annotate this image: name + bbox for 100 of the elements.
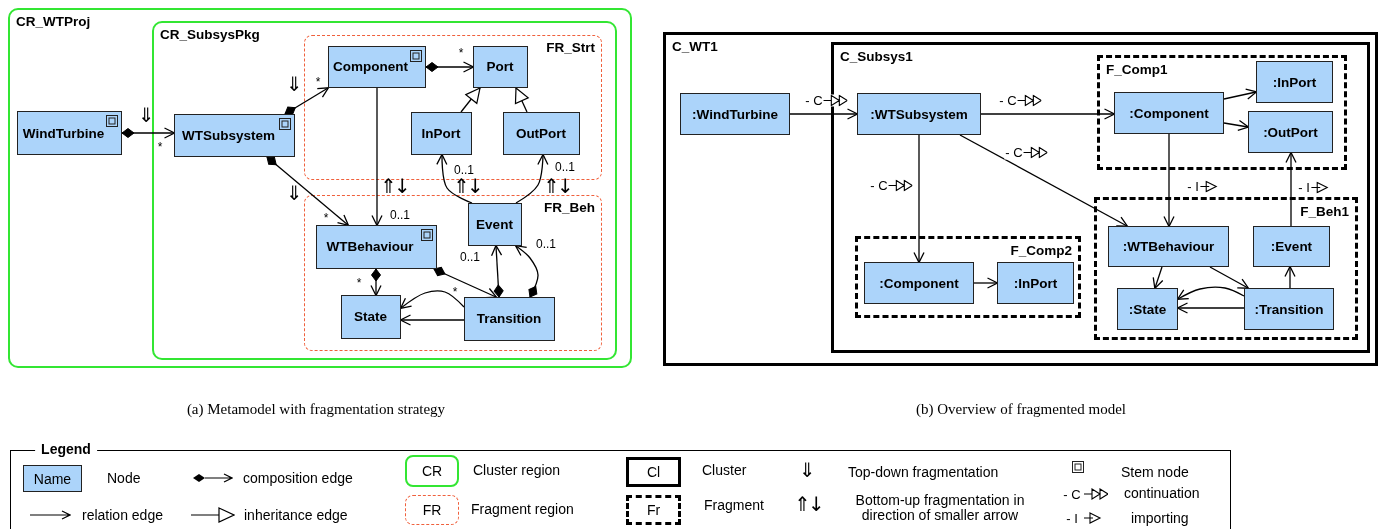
legend-title: Legend bbox=[35, 441, 97, 457]
fragmentation-symbol: ⇓ bbox=[799, 458, 813, 482]
class-box bbox=[327, 45, 426, 88]
cluster-region bbox=[152, 21, 617, 360]
region-label: FR_Beh bbox=[544, 200, 595, 215]
cluster-box bbox=[663, 32, 1378, 366]
object-box bbox=[857, 93, 981, 135]
class-name: Transition bbox=[476, 311, 542, 326]
caption: (a) Metamodel with fragmentation strategy bbox=[186, 400, 446, 418]
multiplicity-label: 0..1 bbox=[555, 160, 575, 174]
region-label: F_Comp1 bbox=[1106, 62, 1168, 77]
cluster-box bbox=[831, 42, 1370, 353]
class-name: WTSubsystem bbox=[182, 128, 275, 143]
legend-label: importing bbox=[1131, 510, 1189, 526]
fragment-box bbox=[1094, 197, 1358, 340]
importing-edge bbox=[1163, 133, 1175, 228]
relation-edge bbox=[399, 290, 465, 309]
object-name: :OutPort bbox=[1263, 124, 1318, 140]
fragment-box bbox=[855, 236, 1081, 318]
relation-edge bbox=[1284, 265, 1296, 289]
object-box bbox=[1256, 61, 1333, 103]
inheritance-edge bbox=[514, 87, 529, 113]
legend-label: Fragment bbox=[704, 497, 764, 513]
object-name: :Event bbox=[1270, 239, 1313, 254]
class-box bbox=[315, 224, 437, 269]
object-name: :Transition bbox=[1254, 301, 1324, 317]
class-name: WindTurbine bbox=[22, 125, 105, 141]
object-box bbox=[864, 262, 974, 304]
region-label: C_Subsys1 bbox=[840, 49, 913, 64]
object-name: :InPort bbox=[1013, 275, 1058, 291]
class-name: Port bbox=[486, 59, 514, 74]
multiplicity-label: 0..1 bbox=[454, 163, 474, 177]
relation-edge bbox=[973, 277, 999, 289]
class-name: State bbox=[354, 309, 387, 324]
multiplicity-label: 0..1 bbox=[390, 208, 410, 222]
class-name: WTBehaviour bbox=[326, 239, 414, 254]
fragmentation-symbol: ⇑↓ bbox=[380, 174, 408, 198]
fragmentation-symbol: ⇓ bbox=[286, 181, 300, 205]
composition-edge bbox=[284, 87, 330, 116]
region-label: F_Beh1 bbox=[1300, 204, 1349, 219]
class-box bbox=[467, 202, 522, 246]
composition-edge bbox=[121, 127, 176, 139]
legend-label: Fragment region bbox=[471, 501, 574, 517]
class-name: Event bbox=[476, 216, 513, 232]
class-name: Component bbox=[333, 59, 408, 74]
legend-label: Cluster region bbox=[473, 462, 561, 478]
multiplicity-label: * bbox=[315, 75, 321, 89]
continuation-edge bbox=[789, 108, 859, 120]
composition-edge bbox=[425, 61, 475, 73]
cluster-region bbox=[8, 8, 632, 368]
class-box bbox=[174, 114, 295, 157]
class-box bbox=[17, 111, 122, 155]
object-name: :WindTurbine bbox=[692, 106, 778, 122]
class-name: InPort bbox=[421, 125, 461, 141]
composition-edge bbox=[490, 244, 504, 298]
multiplicity-label: * bbox=[452, 285, 458, 299]
multiplicity-label: * bbox=[157, 140, 163, 154]
fragmentation-symbol: ⇑↓ bbox=[794, 492, 822, 516]
legend-symbol: - I bbox=[1066, 510, 1078, 526]
legend-sample: Cl bbox=[626, 457, 681, 487]
object-box bbox=[997, 262, 1074, 304]
legend-label: continuation bbox=[1124, 485, 1200, 501]
region-label: C_WT1 bbox=[672, 39, 718, 54]
legend-label: Cluster bbox=[702, 462, 747, 478]
object-name: :WTBehaviour bbox=[1122, 239, 1215, 254]
object-box bbox=[1248, 111, 1333, 153]
fragmentation-symbol: ⇓ bbox=[286, 72, 300, 96]
class-name: OutPort bbox=[515, 125, 567, 141]
relation-edge bbox=[1152, 266, 1164, 290]
legend-label: Node bbox=[107, 470, 141, 486]
continuation-edge bbox=[980, 108, 1116, 120]
legend-sample: CR bbox=[405, 455, 459, 487]
relation-edge bbox=[371, 87, 383, 227]
object-name: :InPort bbox=[1272, 74, 1317, 90]
object-name: :State bbox=[1128, 301, 1167, 317]
class-box bbox=[463, 296, 555, 341]
relation-edge bbox=[399, 314, 465, 326]
relation-edge bbox=[1223, 88, 1258, 100]
object-box bbox=[1114, 92, 1224, 134]
legend-symbol: - C bbox=[1063, 486, 1081, 502]
composition-edge bbox=[514, 245, 539, 298]
multiplicity-label: 0..1 bbox=[460, 250, 480, 264]
region-label: FR_Strt bbox=[546, 40, 595, 55]
multiplicity-label: * bbox=[323, 211, 329, 225]
object-name: :Component bbox=[879, 275, 959, 291]
relation-edge bbox=[1209, 266, 1250, 289]
relation-edge bbox=[1176, 302, 1245, 314]
region-label: CR_SubsysPkg bbox=[160, 27, 260, 42]
class-box bbox=[410, 111, 472, 155]
object-name: :Component bbox=[1129, 105, 1209, 121]
multiplicity-label: * bbox=[356, 276, 362, 290]
region-label: CR_WTProj bbox=[16, 14, 91, 29]
importing-edge bbox=[1285, 151, 1297, 227]
legend-swatch: Name bbox=[23, 465, 82, 492]
composition-edge bbox=[266, 156, 350, 226]
fragment-region bbox=[304, 35, 602, 180]
fragment-region bbox=[304, 195, 602, 351]
object-name: :WTSubsystem bbox=[870, 106, 968, 122]
legend-label: composition edge bbox=[243, 470, 353, 486]
legend-label: relation edge bbox=[82, 507, 163, 523]
